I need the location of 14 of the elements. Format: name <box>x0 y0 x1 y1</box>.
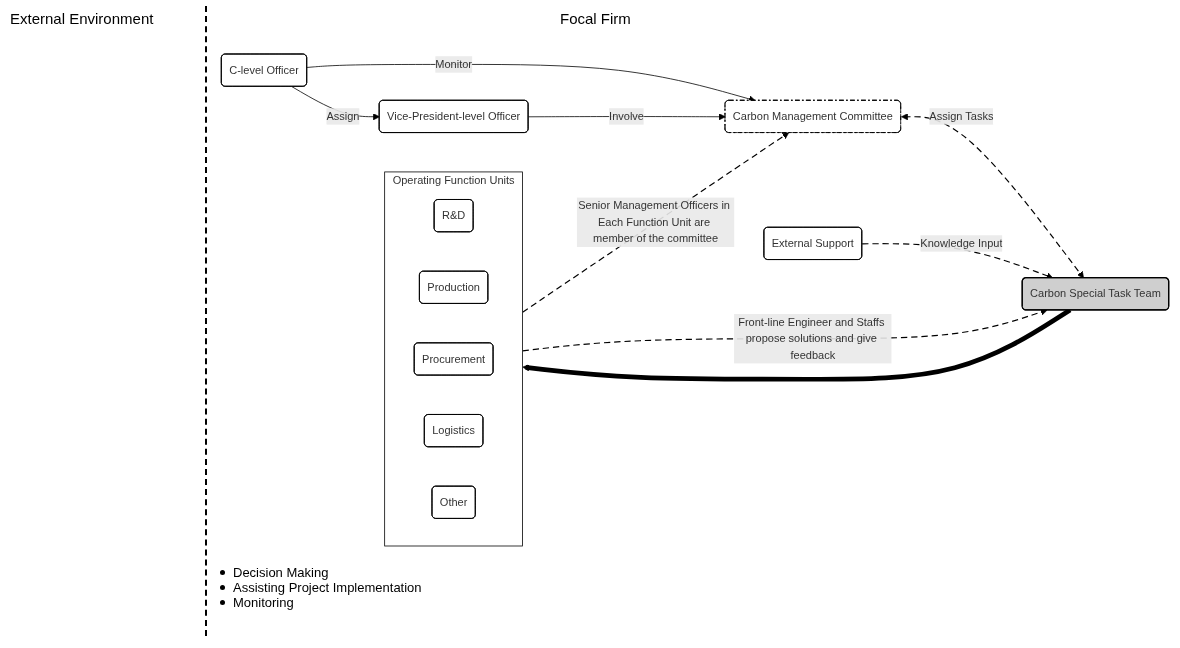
task-text: Assisting Project Implementation <box>233 580 422 595</box>
edge-label: Assign Tasks <box>929 109 994 123</box>
edge-label: Senior Management Officers in Each Function Unit are member of the committee <box>578 199 730 245</box>
section-heading: External Environment <box>10 10 155 27</box>
edge-label: Monitor <box>435 57 473 71</box>
edge-label: Front-line Engineer and Staffs propose solutions and give feedback <box>738 315 885 362</box>
edge-label: Assign <box>326 109 360 123</box>
arrow <box>901 113 1084 279</box>
section-heading: Focal Firm <box>560 10 631 27</box>
task-text: Decision Making <box>233 565 329 580</box>
edge-label: Involve <box>609 109 644 123</box>
task-text: Monitoring <box>233 595 294 610</box>
arrow <box>522 132 790 313</box>
edge-label: Knowledge Input <box>920 236 1003 250</box>
